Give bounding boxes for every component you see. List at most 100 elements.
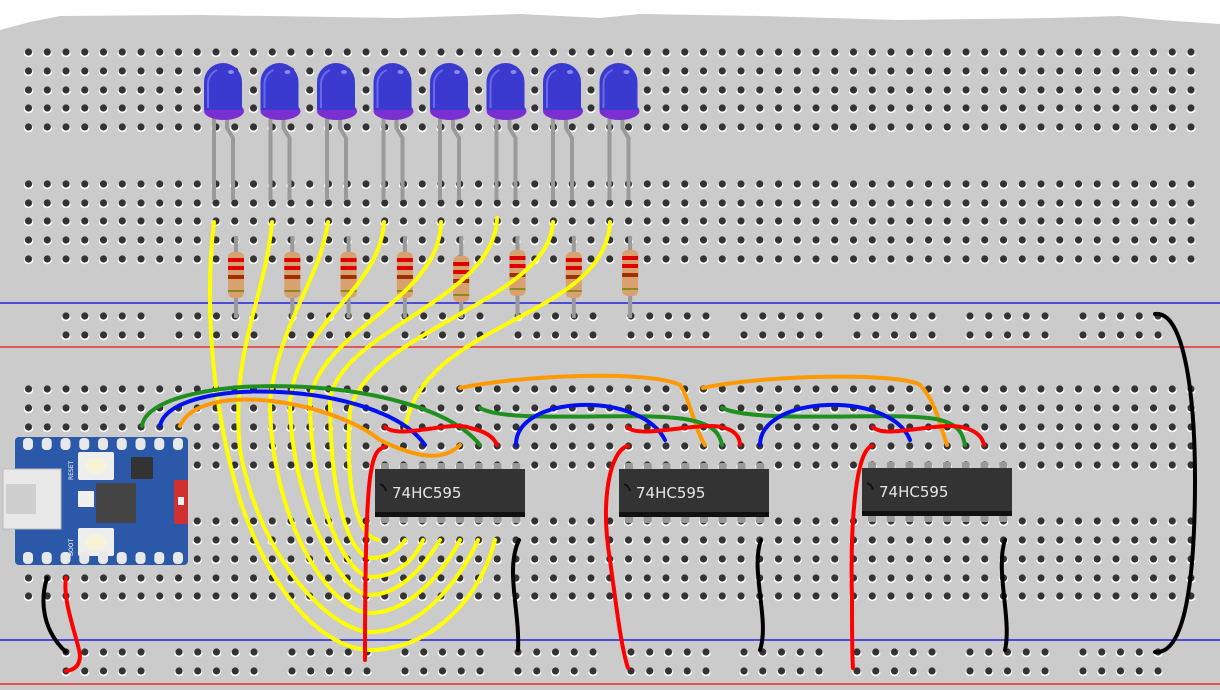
breadboard-hole <box>642 592 652 602</box>
breadboard-hole <box>1092 217 1102 227</box>
breadboard-hole <box>1111 442 1121 452</box>
breadboard-hole <box>1055 255 1065 265</box>
breadboard-hole <box>755 48 765 58</box>
breadboard-hole <box>923 48 934 58</box>
breadboard-hole <box>942 217 952 227</box>
breadboard-hole <box>136 255 146 265</box>
breadboard-hole <box>398 592 409 602</box>
breadboard-hole <box>1073 574 1084 584</box>
breadboard-hole <box>400 331 410 341</box>
breadboard-hole <box>1017 255 1027 265</box>
breadboard-hole <box>1073 199 1084 209</box>
breadboard-hole <box>211 48 221 58</box>
breadboard-hole <box>155 180 165 190</box>
breadboard-hole <box>248 217 259 227</box>
breadboard-hole <box>792 104 802 114</box>
breadboard-hole <box>698 86 709 96</box>
breadboard-hole <box>230 517 240 527</box>
breadboard-hole <box>755 123 765 133</box>
breadboard-hole <box>1073 104 1084 114</box>
breadboard-hole <box>192 555 202 565</box>
breadboard-hole <box>117 199 127 209</box>
breadboard-hole <box>998 180 1009 190</box>
breadboard-hole <box>1148 423 1159 433</box>
breadboard-hole <box>1130 517 1140 527</box>
breadboard-hole <box>942 255 952 265</box>
breadboard-hole <box>848 180 859 190</box>
breadboard-hole <box>1111 517 1121 527</box>
breadboard-hole <box>623 199 634 209</box>
wire-black <box>999 538 1009 652</box>
breadboard-hole <box>1055 574 1065 584</box>
breadboard-hole <box>98 667 109 677</box>
breadboard-hole <box>642 555 652 565</box>
breadboard-hole <box>1167 517 1177 527</box>
breadboard-hole <box>437 648 448 658</box>
breadboard-hole <box>1055 123 1065 133</box>
breadboard-hole <box>248 180 259 190</box>
breadboard-hole <box>419 312 429 322</box>
breadboard-hole <box>811 217 821 227</box>
breadboard-hole <box>605 592 615 602</box>
breadboard-hole <box>380 255 390 265</box>
breadboard-hole <box>905 555 915 565</box>
breadboard-hole <box>1092 592 1102 602</box>
breadboard-hole <box>867 86 877 96</box>
breadboard-hole <box>980 255 990 265</box>
breadboard-hole <box>1130 385 1140 395</box>
breadboard-hole <box>984 667 994 677</box>
breadboard-hole <box>645 648 655 658</box>
breadboard-hole <box>1148 236 1159 246</box>
breadboard-hole <box>717 123 727 133</box>
breadboard-hole <box>792 442 802 452</box>
breadboard-hole <box>1036 442 1046 452</box>
breadboard-hole <box>1092 48 1102 58</box>
breadboard-hole <box>80 199 90 209</box>
breadboard-hole <box>586 199 596 209</box>
breadboard-hole <box>755 404 765 414</box>
breadboard-hole <box>548 48 559 58</box>
breadboard-hole <box>61 104 71 114</box>
breadboard-hole <box>1055 404 1065 414</box>
breadboard-hole <box>548 385 559 395</box>
breadboard-hole <box>456 667 466 677</box>
breadboard-hole <box>211 667 222 677</box>
breadboard-hole <box>1073 67 1084 77</box>
breadboard-hole <box>193 667 203 677</box>
breadboard-hole <box>1111 217 1121 227</box>
breadboard-hole <box>173 123 184 133</box>
breadboard-hole <box>361 48 371 58</box>
breadboard-hole <box>736 423 746 433</box>
breadboard-hole <box>136 199 146 209</box>
breadboard-hole <box>984 648 994 658</box>
breadboard-hole <box>437 312 448 322</box>
breadboard-hole <box>661 555 671 565</box>
breadboard-hole <box>567 48 577 58</box>
breadboard-hole <box>1017 180 1027 190</box>
breadboard-hole <box>605 423 615 433</box>
breadboard-hole <box>42 67 52 77</box>
breadboard-hole <box>23 255 34 265</box>
breadboard-hole <box>980 67 990 77</box>
breadboard-hole <box>605 199 615 209</box>
breadboard-hole <box>867 385 877 395</box>
breadboard-hole <box>1036 104 1046 114</box>
breadboard-hole <box>473 217 484 227</box>
breadboard-hole <box>848 461 859 471</box>
breadboard-hole <box>795 331 805 341</box>
breadboard-hole <box>773 555 784 565</box>
breadboard-hole <box>984 312 994 322</box>
wire-black <box>755 538 765 652</box>
breadboard-hole <box>136 180 146 190</box>
breadboard-hole <box>811 385 821 395</box>
breadboard-hole <box>980 217 990 227</box>
breadboard-hole <box>230 667 240 677</box>
breadboard-hole <box>248 67 259 77</box>
breadboard-hole <box>136 123 146 133</box>
breadboard-hole <box>1186 48 1196 58</box>
breadboard-hole <box>548 592 559 602</box>
breadboard-hole <box>698 592 709 602</box>
breadboard-hole <box>1055 536 1065 546</box>
breadboard-hole <box>211 442 221 452</box>
breadboard-hole <box>1017 517 1027 527</box>
